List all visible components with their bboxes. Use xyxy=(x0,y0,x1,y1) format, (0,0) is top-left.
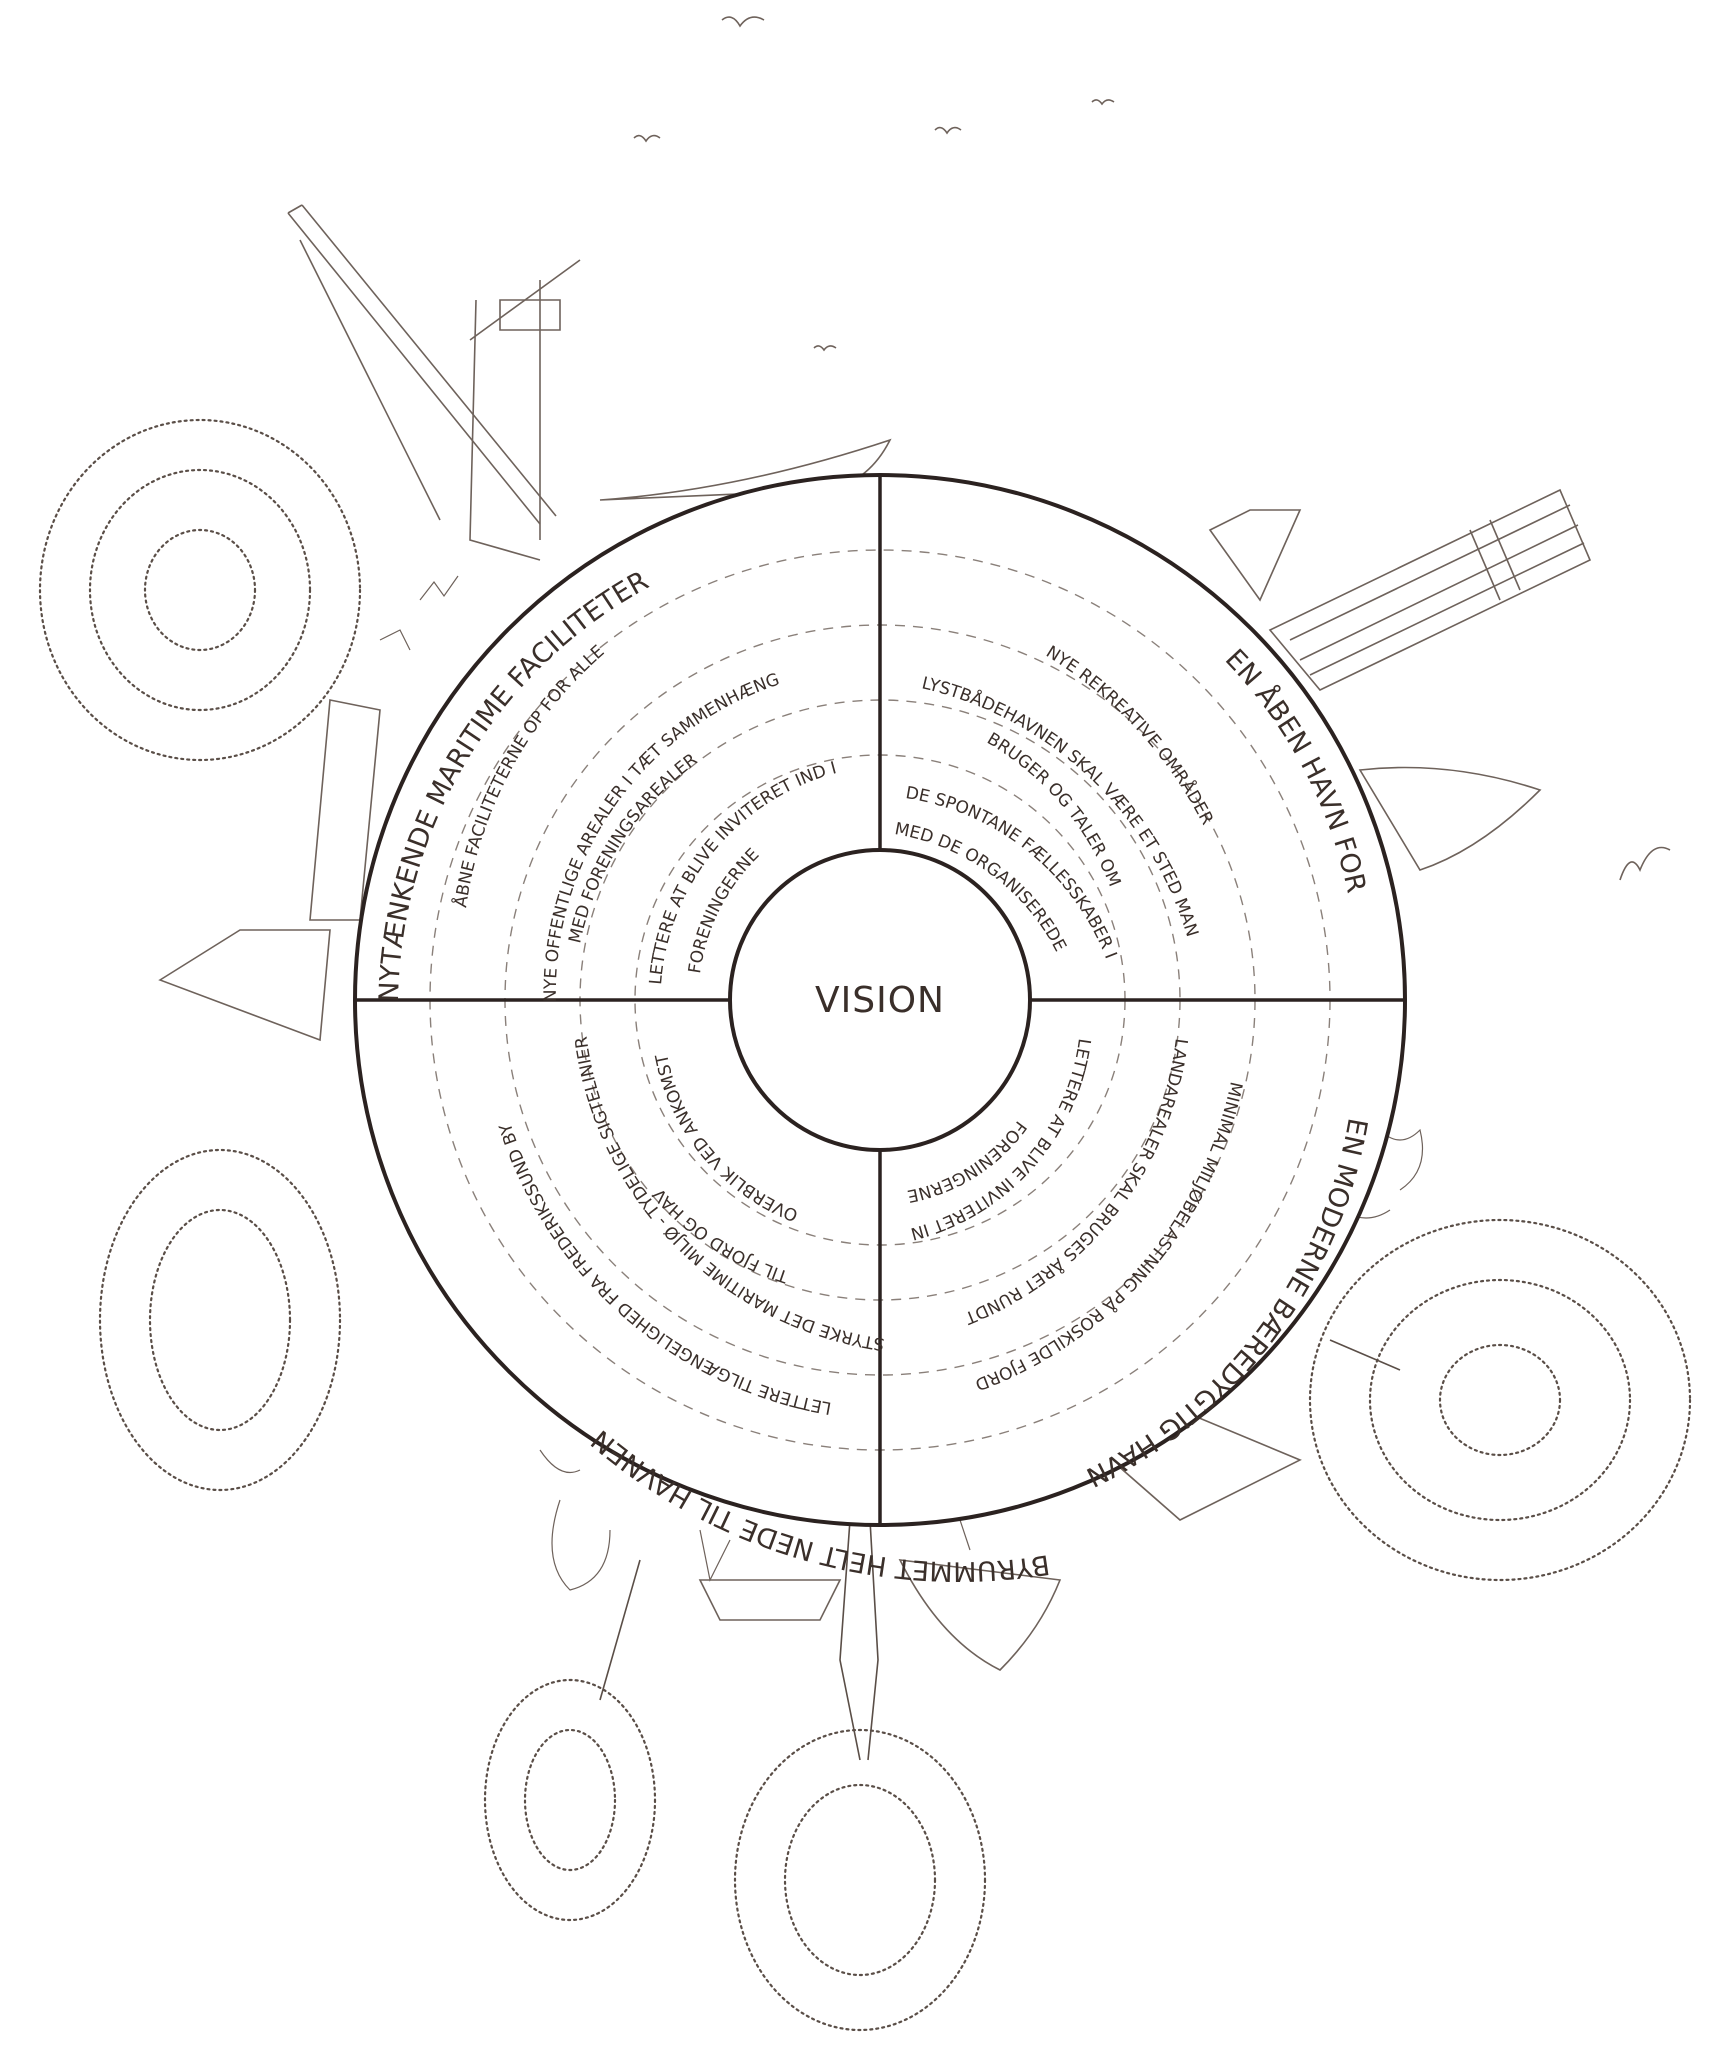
crane xyxy=(288,205,580,560)
pier xyxy=(1270,490,1590,690)
center-label: VISION xyxy=(815,980,945,1021)
tree-right xyxy=(1310,1220,1690,1580)
tree-left xyxy=(100,1150,340,1490)
tree-bottom xyxy=(735,1730,985,2030)
tree-bottom-left xyxy=(485,1680,655,1920)
